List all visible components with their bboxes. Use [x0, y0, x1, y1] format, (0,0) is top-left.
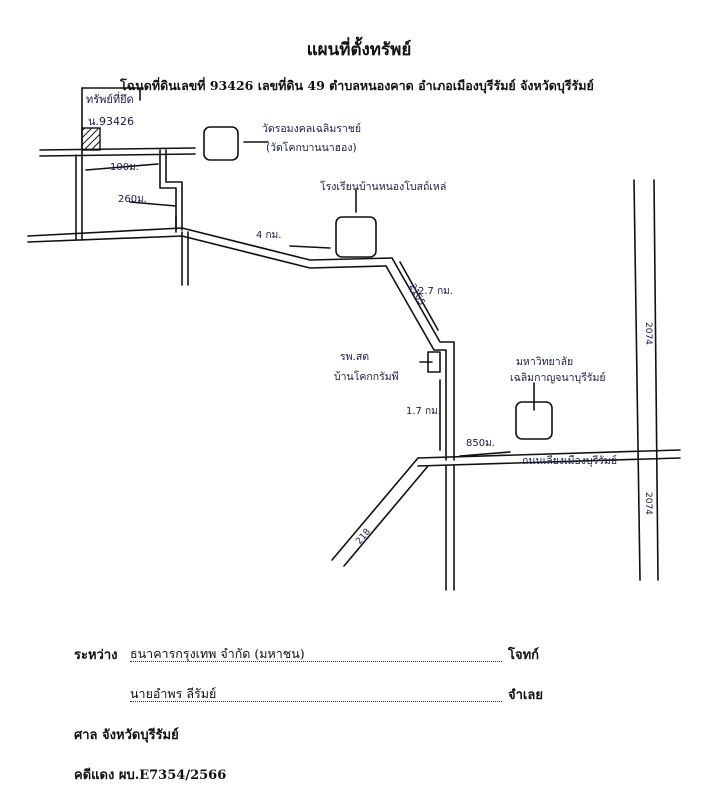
temple-label-alt: (วัดโคกบานนาฮอง) [266, 141, 357, 154]
road-top-horizontal [39, 147, 196, 151]
road-middle-a [27, 227, 393, 261]
road-2074-label-bottom: 2074 [643, 492, 653, 515]
school-label: โรงเรียนบ้านหนองโบสถ์เหล่ [320, 180, 446, 193]
university-label-name: เฉลิมกาญจนาบุรีรัมย์ [510, 371, 606, 384]
hatched-parcel-icon [81, 127, 101, 151]
distance-4km: 4 กม. [256, 230, 281, 241]
plaintiff-role: โจทก์ [508, 648, 540, 663]
between-label: ระหว่าง [74, 648, 118, 663]
bypass-road-label: ถนนเลี่ยงเมืองบุรีรัมย์ [522, 453, 617, 467]
distance-100m: 100ม. [110, 162, 139, 173]
court-label: ศาล จังหวัดบุรีรัมย์ [74, 728, 179, 743]
deed-subtitle: โฉนดที่ดินเลขที่ 93426 เลขที่ดิน 49 ตำบล… [120, 78, 594, 93]
distance-1-7km: 1.7 กม. [406, 406, 441, 417]
clinic-label-village: บ้านโคกกรัมพี [334, 370, 399, 383]
page-title: แผนที่ตั้งทรัพย์ [306, 40, 412, 60]
temple-label: วัดรอมงคลเฉลิมราชย์ [262, 122, 361, 135]
plaintiff-dotline [130, 661, 502, 662]
road-218 [331, 457, 419, 561]
distance-2-7km: 2.7 กม. [418, 286, 453, 297]
distance-260m: 260ม. [118, 194, 147, 205]
university-label: มหาวิทยาลัย [516, 356, 573, 368]
parcel-number: น.93426 [88, 115, 134, 128]
road-2074-label-top: 2074 [643, 322, 653, 345]
school-marker [335, 216, 377, 258]
distance-850m: 850ม. [466, 438, 495, 449]
defendant-role: จำเลย [508, 688, 543, 703]
defendant-name: นายอำพร ลีรัมย์ [130, 686, 217, 701]
plaintiff-name: ธนาคารกรุงเทพ จำกัด (มหาชน) [130, 646, 305, 661]
defendant-dotline [130, 701, 502, 702]
property-label: ทรัพย์ที่ยึด [86, 91, 134, 106]
property-location-map: ทรัพย์ที่ยึด น.93426 วัดรอมงคลเฉลิมราชย์… [27, 87, 681, 591]
temple-marker [203, 126, 239, 161]
case-number: คดีแดง ผบ.E7354/2566 [74, 768, 227, 783]
clinic-label: รพ.สต [340, 351, 369, 363]
road-2074 [633, 179, 641, 581]
road-2165 [391, 257, 455, 461]
